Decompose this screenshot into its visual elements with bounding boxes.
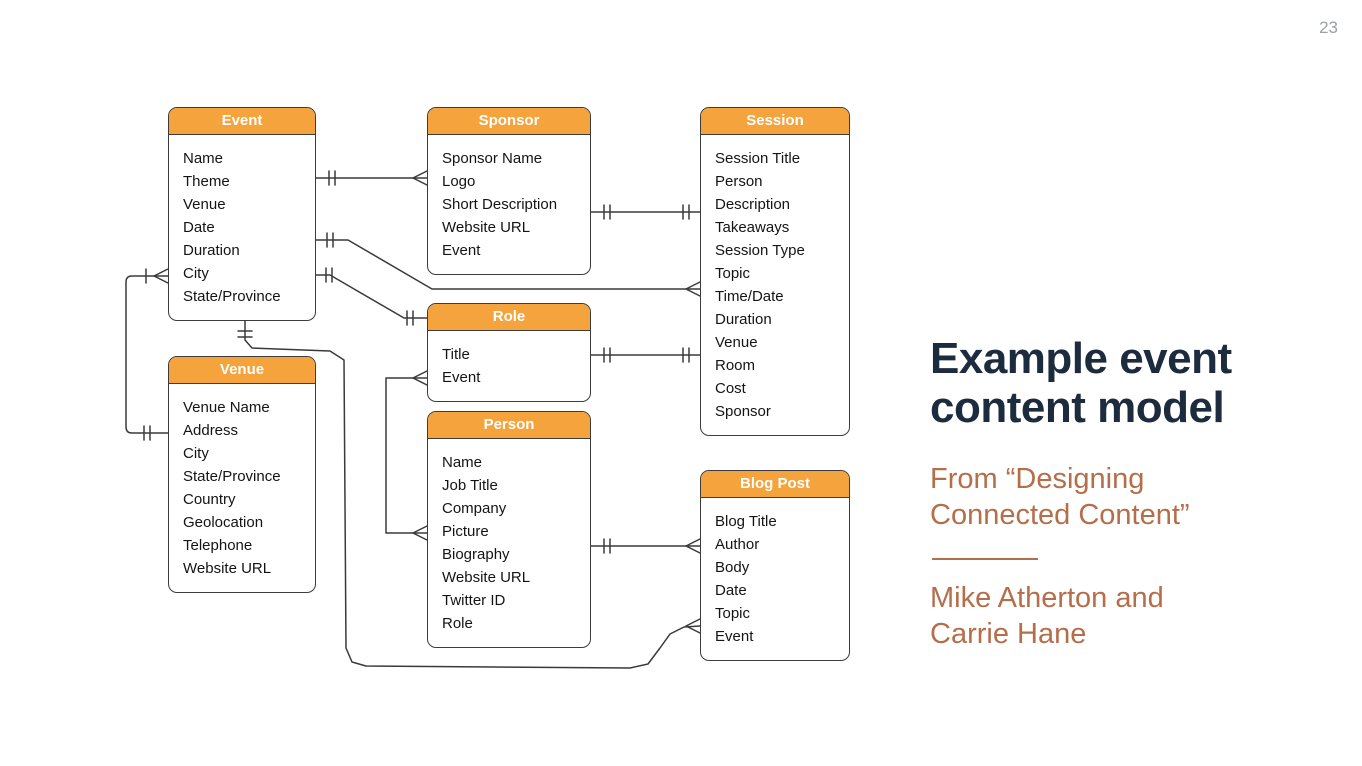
entity-attribute: Twitter ID: [442, 592, 506, 609]
entity-attribute: Sponsor: [715, 403, 771, 420]
entity-title: Person: [428, 412, 590, 439]
entity-attribute: Session Title: [715, 150, 801, 167]
slide-title: Example event content model: [930, 334, 1232, 433]
entity-attribute: Cost: [715, 380, 746, 397]
entity-attribute: Website URL: [183, 560, 272, 577]
entity-title: Sponsor: [428, 108, 590, 135]
entity-title: Blog Post: [701, 471, 849, 498]
entity-attribute: Event: [442, 369, 481, 386]
entity-attribute: Event: [715, 628, 754, 645]
entity-attribute: Description: [715, 196, 791, 213]
entity-attribute: Telephone: [183, 537, 253, 554]
entity-attribute: Geolocation: [183, 514, 264, 531]
entity-attribute: Duration: [183, 242, 240, 259]
entity-attribute: Company: [442, 500, 507, 517]
entity-attribute: Title: [442, 346, 470, 363]
page-number: 23: [1319, 18, 1338, 37]
entity-attribute: Theme: [183, 173, 230, 190]
entity-attribute: Address: [183, 422, 239, 439]
entity-attribute: Venue: [183, 196, 226, 213]
entity-attribute: Short Description: [442, 196, 558, 213]
entity-title: Session: [701, 108, 849, 135]
entity-attribute: Duration: [715, 311, 772, 328]
slide-subtitle: From “Designing Connected Content”: [930, 462, 1190, 532]
entity-attribute: Date: [715, 582, 747, 599]
right-panel: Example event content model From “Design…: [930, 334, 1320, 653]
entity-title: Venue: [169, 357, 315, 384]
entity-attribute: Topic: [715, 605, 751, 622]
entity-attribute: Topic: [715, 265, 751, 282]
entity-attribute: Website URL: [442, 569, 531, 586]
entity-attribute: Venue: [715, 334, 758, 351]
entity-attribute: Country: [183, 491, 236, 508]
entity-attribute: Blog Title: [715, 513, 777, 530]
entity-attribute: Sponsor Name: [442, 150, 543, 167]
entity-attribute: Room: [715, 357, 756, 374]
entity-attribute: Date: [183, 219, 215, 236]
entity-attribute: Biography: [442, 546, 510, 563]
entity-attribute: Logo: [442, 173, 476, 190]
entity-attribute: Website URL: [442, 219, 531, 236]
entity-attribute: Job Title: [442, 477, 498, 494]
entity-attribute: Name: [442, 454, 483, 471]
entity-attribute: City: [183, 265, 209, 282]
entity-attribute: Name: [183, 150, 224, 167]
entity-attribute: Venue Name: [183, 399, 270, 416]
entity-attribute: Role: [442, 615, 473, 632]
entity-attribute: City: [183, 445, 209, 462]
entity-attribute: Picture: [442, 523, 489, 540]
entity-attribute: State/Province: [183, 468, 281, 485]
entity-attribute: Body: [715, 559, 750, 576]
entity-attribute: Event: [442, 242, 481, 259]
entity-attribute: Time/Date: [715, 288, 784, 305]
entity-attribute: State/Province: [183, 288, 281, 305]
entity-attribute: Session Type: [715, 242, 805, 259]
divider: [932, 557, 1038, 560]
entity-title: Event: [169, 108, 315, 135]
slide-authors: Mike Atherton and Carrie Hane: [930, 581, 1164, 651]
entity-title: Role: [428, 304, 590, 331]
entity-attribute: Takeaways: [715, 219, 790, 236]
entity-attribute: Person: [715, 173, 763, 190]
entity-attribute: Author: [715, 536, 760, 553]
